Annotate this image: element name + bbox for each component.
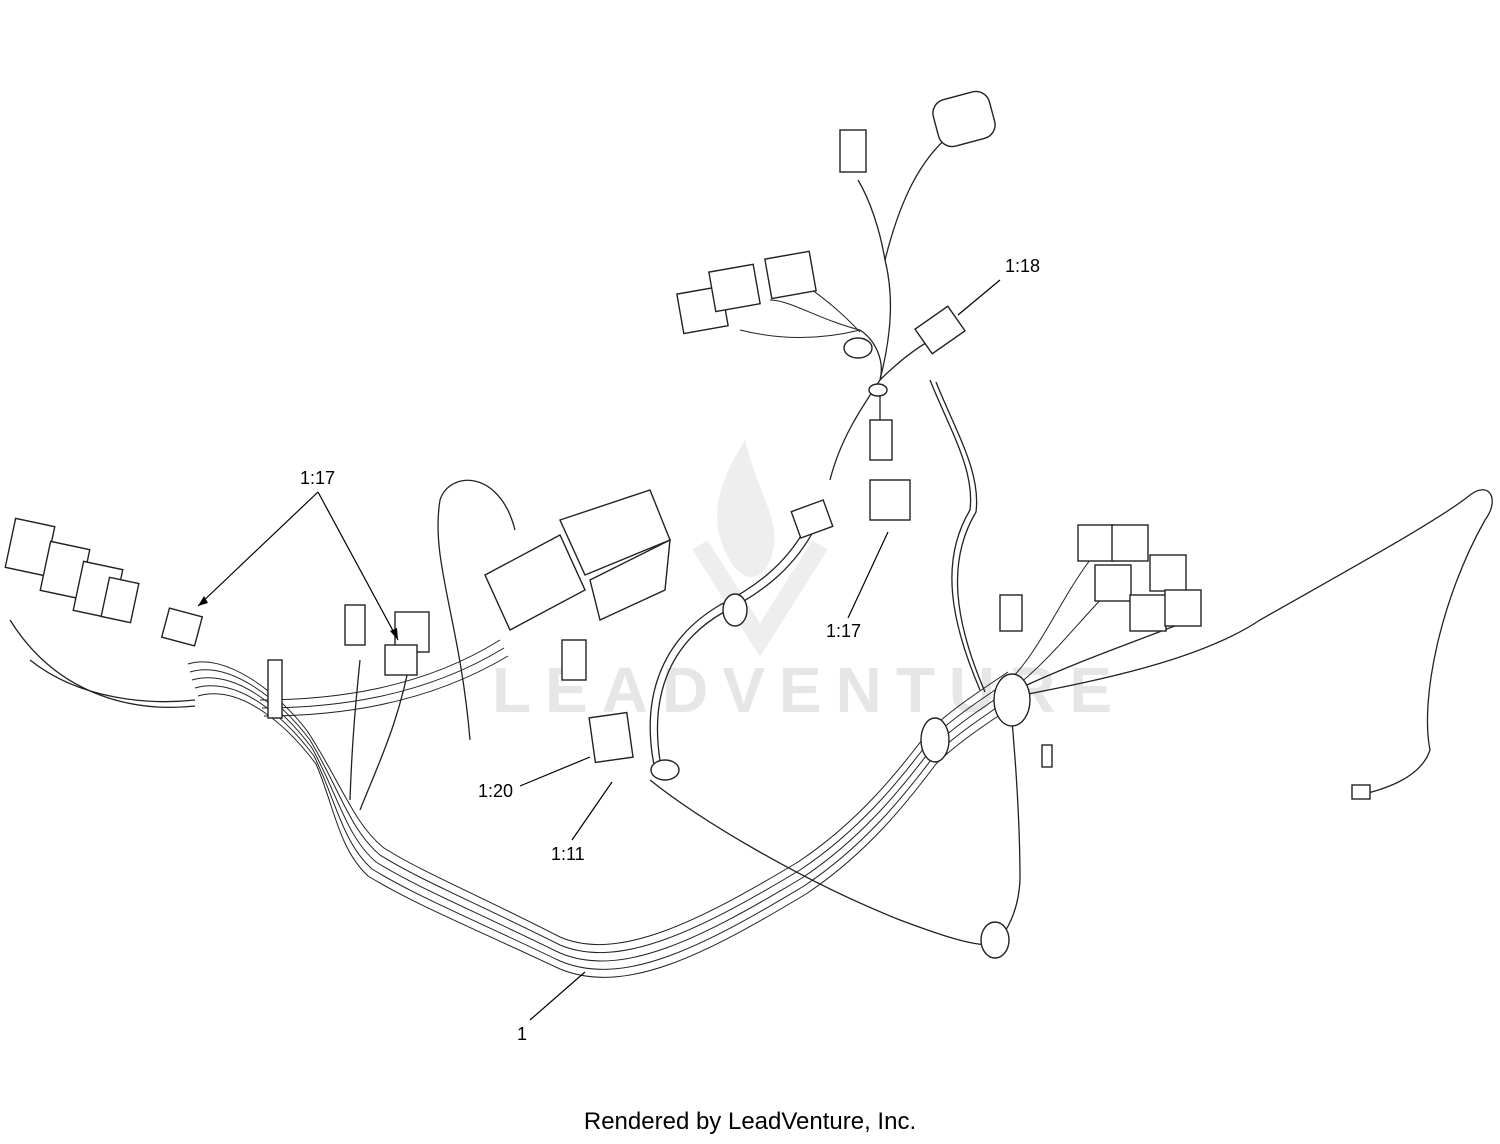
connector-top-small bbox=[839, 129, 867, 173]
connector-top-left-b bbox=[708, 263, 761, 313]
connector-inline bbox=[790, 499, 834, 539]
connector-1-20 bbox=[588, 711, 634, 764]
connector-1-17-left bbox=[160, 607, 204, 647]
connector-top-relay bbox=[932, 90, 996, 148]
leader-lines bbox=[197, 279, 1001, 1021]
connector-right-single bbox=[999, 594, 1023, 632]
callout-1-17-right: 1:17 bbox=[826, 621, 861, 641]
connector-1-18 bbox=[914, 305, 966, 355]
ecu-block-connector bbox=[484, 489, 671, 631]
wiring-harness-diagram: LEADVENTURE bbox=[4, 90, 1493, 1044]
footer-credit: Rendered by LeadVenture, Inc. bbox=[583, 1108, 917, 1135]
callout-labels: 1:18 1:17 1:17 1:20 1:11 1 bbox=[300, 256, 1040, 1044]
connectors bbox=[4, 90, 1371, 959]
connector-1-17-right-plug bbox=[869, 419, 893, 461]
callout-1-11: 1:11 bbox=[551, 844, 585, 864]
connector-1-17-right bbox=[869, 479, 911, 521]
connector-1-20-upper bbox=[561, 639, 587, 681]
connector-top-left-c bbox=[764, 250, 817, 300]
callout-1: 1 bbox=[517, 1024, 527, 1044]
connector-mid-small bbox=[384, 644, 418, 676]
connector-mid-tall bbox=[344, 604, 366, 646]
left-connector-cluster bbox=[4, 517, 140, 624]
callout-1-17-left: 1:17 bbox=[300, 468, 335, 488]
right-connector-cluster bbox=[1077, 524, 1202, 632]
callout-1-18: 1:18 bbox=[1005, 256, 1040, 276]
main-harness-bundle bbox=[9, 134, 1493, 978]
watermark-text: LEADVENTURE bbox=[492, 654, 1126, 726]
connector-right-end bbox=[1351, 784, 1371, 800]
callout-1-20: 1:20 bbox=[478, 781, 513, 801]
